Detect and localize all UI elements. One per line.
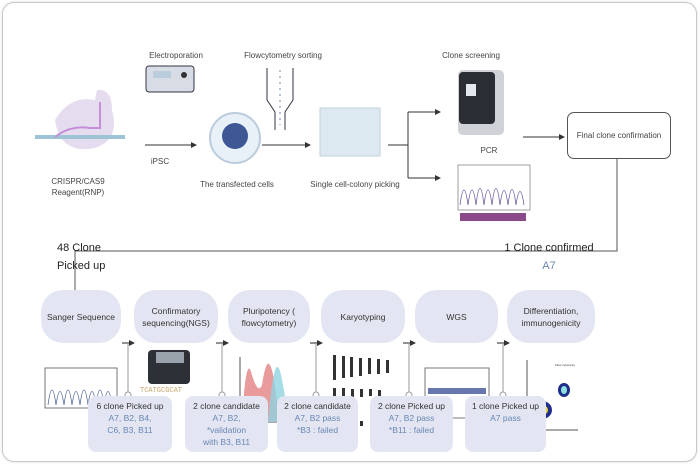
result-wgs: 1 clone Picked up A7 pass	[465, 396, 546, 452]
flow-sorting-label: Flowcytometry sorting	[244, 51, 322, 60]
final-confirmation-box: Final clone confirmation	[567, 112, 671, 159]
result-head: 1 clone Picked up	[471, 401, 540, 411]
result-body: A7 pass	[490, 413, 521, 423]
confirmed-clone-id: A7	[542, 260, 556, 272]
result-body: A7, B2, *validation with B3, B11	[202, 413, 251, 447]
picked-line2: Picked up	[57, 260, 106, 272]
result-body: A7, B2, B4, C6, B3, B11	[107, 413, 153, 435]
pcr-label: PCR	[480, 146, 498, 155]
petri-dish-icon	[209, 112, 261, 164]
result-head: 2 clone candidate	[284, 401, 351, 411]
sanger-trace-icon	[44, 367, 118, 409]
clone-screening-label: Clone screening	[442, 51, 500, 60]
result-head: 2 clone Picked up	[377, 401, 446, 411]
result-body: A7, B2 pass *B11 : failed	[388, 413, 435, 435]
step-differentiation: Differentiation, immunogenicity	[507, 290, 595, 343]
crispr-label-line1: CRISPR/CAS9	[51, 177, 105, 186]
step-karyotyping: Karyotyping	[321, 290, 405, 343]
electroporation-label: Electroporation	[149, 51, 203, 60]
well-plate-icon	[319, 107, 381, 157]
result-head: 2 clone candidate	[193, 401, 260, 411]
single-cell-label: Single cell-colony picking	[310, 180, 400, 189]
result-karyotyping: 2 clone Picked up A7, B2 pass *B11 : fail…	[370, 396, 453, 452]
crispr-icon	[35, 89, 125, 150]
ipsc-label: iPSC	[150, 157, 170, 166]
step-pluripotency: Pluripotency ( flowcytometry)	[228, 290, 310, 343]
confirmed-label: 1 Clone confirmed	[504, 242, 594, 254]
result-head: 6 clone Picked up	[96, 401, 164, 411]
picked-line1: 48 Clone	[57, 242, 102, 254]
step-ngs: Confirmatory sequencing(NGS)	[134, 290, 218, 343]
ngs-sequencer-icon: TCATGCGCAT	[140, 350, 190, 395]
step-sanger: Sanger Sequence	[41, 290, 121, 343]
result-sanger: 6 clone Picked up A7, B2, B4, C6, B3, B11	[88, 396, 172, 452]
result-body: A7, B2 pass *B3 : failed	[294, 413, 341, 435]
chromatogram-icon	[457, 164, 531, 221]
step-wgs: WGS	[415, 290, 498, 343]
transfected-cells-label: The transfected cells	[200, 180, 274, 189]
electroporation-device-icon	[145, 65, 195, 93]
crispr-label-line2: Reagent(RNP)	[51, 188, 105, 197]
svg-text:Flow cytometry: Flow cytometry	[555, 363, 576, 367]
svg-text:TCATGCGCAT: TCATGCGCAT	[140, 387, 182, 395]
pcr-machine-icon	[458, 70, 504, 135]
flow-sorting-icon	[266, 68, 294, 130]
